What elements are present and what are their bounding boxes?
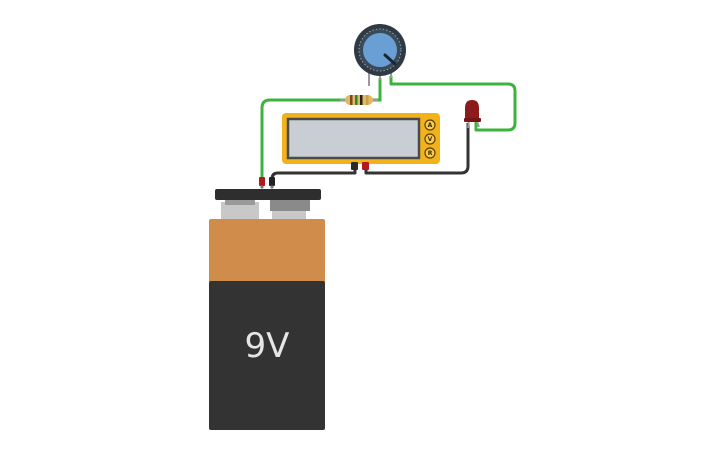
- multimeter-button-a-label: A: [428, 122, 433, 129]
- battery-label: 9V: [245, 326, 290, 366]
- resistor[interactable]: [340, 95, 378, 105]
- battery-top-band: [209, 219, 325, 283]
- multimeter[interactable]: A V R: [282, 113, 440, 170]
- multimeter-jack-red[interactable]: [362, 162, 369, 170]
- battery-probes: [259, 177, 275, 189]
- multimeter-button-v[interactable]: V: [424, 133, 436, 145]
- battery-terminal-positive-base: [221, 202, 259, 220]
- led[interactable]: [464, 100, 481, 129]
- probe-black-pin: [270, 185, 274, 189]
- probe-black-tip[interactable]: [269, 177, 275, 186]
- wire-resistor-to-potentiometer[interactable]: [372, 78, 382, 102]
- resistor-band-1: [350, 95, 353, 105]
- probe-red-pin: [260, 185, 264, 189]
- multimeter-button-a[interactable]: A: [424, 119, 436, 131]
- led-icon: [465, 100, 479, 121]
- wire-multimeter-to-battery[interactable]: [270, 168, 357, 185]
- resistor-icon: [345, 95, 373, 105]
- probe-red-tip[interactable]: [259, 177, 265, 186]
- resistor-band-2: [355, 95, 358, 105]
- multimeter-button-v-label: V: [428, 136, 433, 143]
- led-base: [464, 118, 481, 122]
- battery-terminal-positive-top: [225, 197, 255, 205]
- multimeter-button-r-label: R: [428, 150, 433, 157]
- wire-potentiometer-to-led[interactable]: [389, 76, 517, 132]
- potentiometer[interactable]: [354, 24, 406, 80]
- resistor-band-4: [366, 95, 369, 105]
- multimeter-button-r[interactable]: R: [424, 147, 436, 159]
- potentiometer-pointer: [383, 53, 397, 66]
- battery-9v[interactable]: 9V: [209, 189, 325, 430]
- multimeter-jack-black[interactable]: [351, 162, 358, 170]
- wire-led-to-multimeter[interactable]: [364, 123, 470, 175]
- wire-battery-to-resistor[interactable]: [260, 98, 346, 180]
- resistor-band-3: [360, 95, 363, 105]
- multimeter-screen: [286, 117, 421, 160]
- battery-terminal-negative-top: [270, 197, 310, 211]
- battery-body: [209, 281, 325, 430]
- battery-connector-cap[interactable]: [215, 189, 321, 200]
